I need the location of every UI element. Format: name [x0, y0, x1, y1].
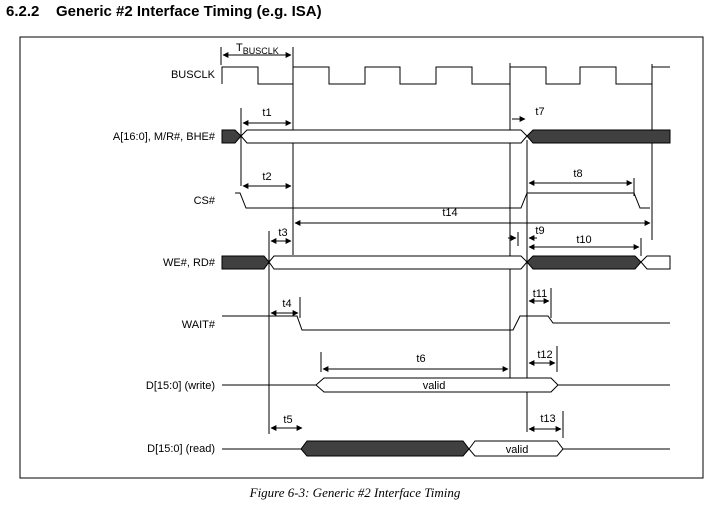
- signal-label-busclk: BUSCLK: [171, 69, 216, 81]
- we-next-shaded: [526, 255, 642, 270]
- figure-caption: Figure 6-3: Generic #2 Interface Timing: [249, 485, 461, 500]
- t10-label: t10: [576, 234, 591, 246]
- t1-label: t1: [262, 107, 271, 119]
- cs-waveform: [235, 192, 650, 209]
- t2-label: t2: [262, 171, 271, 183]
- data-write-valid-label: valid: [423, 380, 446, 392]
- we-prior-shaded: [221, 255, 270, 270]
- section-title: Generic #2 Interface Timing (e.g. ISA): [56, 3, 322, 20]
- t3-label: t3: [278, 227, 287, 239]
- section-number: 6.2.2: [6, 3, 40, 20]
- address-next-shaded: [526, 129, 671, 144]
- address-prior-shaded: [221, 129, 242, 144]
- section-heading: 6.2.2 Generic #2 Interface Timing (e.g. I…: [6, 3, 322, 20]
- tbusclk-dimension: TBUSCLK: [222, 42, 292, 58]
- signal-label-cs: CS#: [194, 195, 216, 207]
- signal-label-address: A[16:0], M/R#, BHE#: [113, 131, 216, 143]
- t14-label: t14: [442, 207, 457, 219]
- t6-label: t6: [416, 353, 425, 365]
- data-read-valid-label: valid: [506, 444, 529, 456]
- tbusclk-label: TBUSCLK: [236, 42, 279, 56]
- t5-label: t5: [283, 414, 292, 426]
- t7-label: t7: [535, 106, 544, 118]
- address-valid-region: [240, 129, 528, 144]
- t12-label: t12: [537, 349, 552, 361]
- t13-label: t13: [540, 413, 555, 425]
- t4-label: t4: [282, 298, 291, 310]
- diagram-frame: [19, 36, 704, 479]
- data-read-shaded-region: [300, 440, 470, 457]
- signal-label-we-rd: WE#, RD#: [163, 257, 216, 269]
- wait-waveform: [222, 315, 670, 331]
- we-active-region: [268, 255, 528, 270]
- signal-label-data-read: D[15:0] (read): [147, 443, 215, 455]
- signal-label-data-write: D[15:0] (write): [146, 380, 215, 392]
- t11-label: t11: [533, 288, 547, 300]
- t8-label: t8: [573, 168, 582, 180]
- signal-label-wait: WAIT#: [182, 319, 216, 331]
- t9-label: t9: [535, 225, 544, 237]
- we-next-open: [640, 255, 671, 270]
- busclk-waveform: [221, 66, 670, 85]
